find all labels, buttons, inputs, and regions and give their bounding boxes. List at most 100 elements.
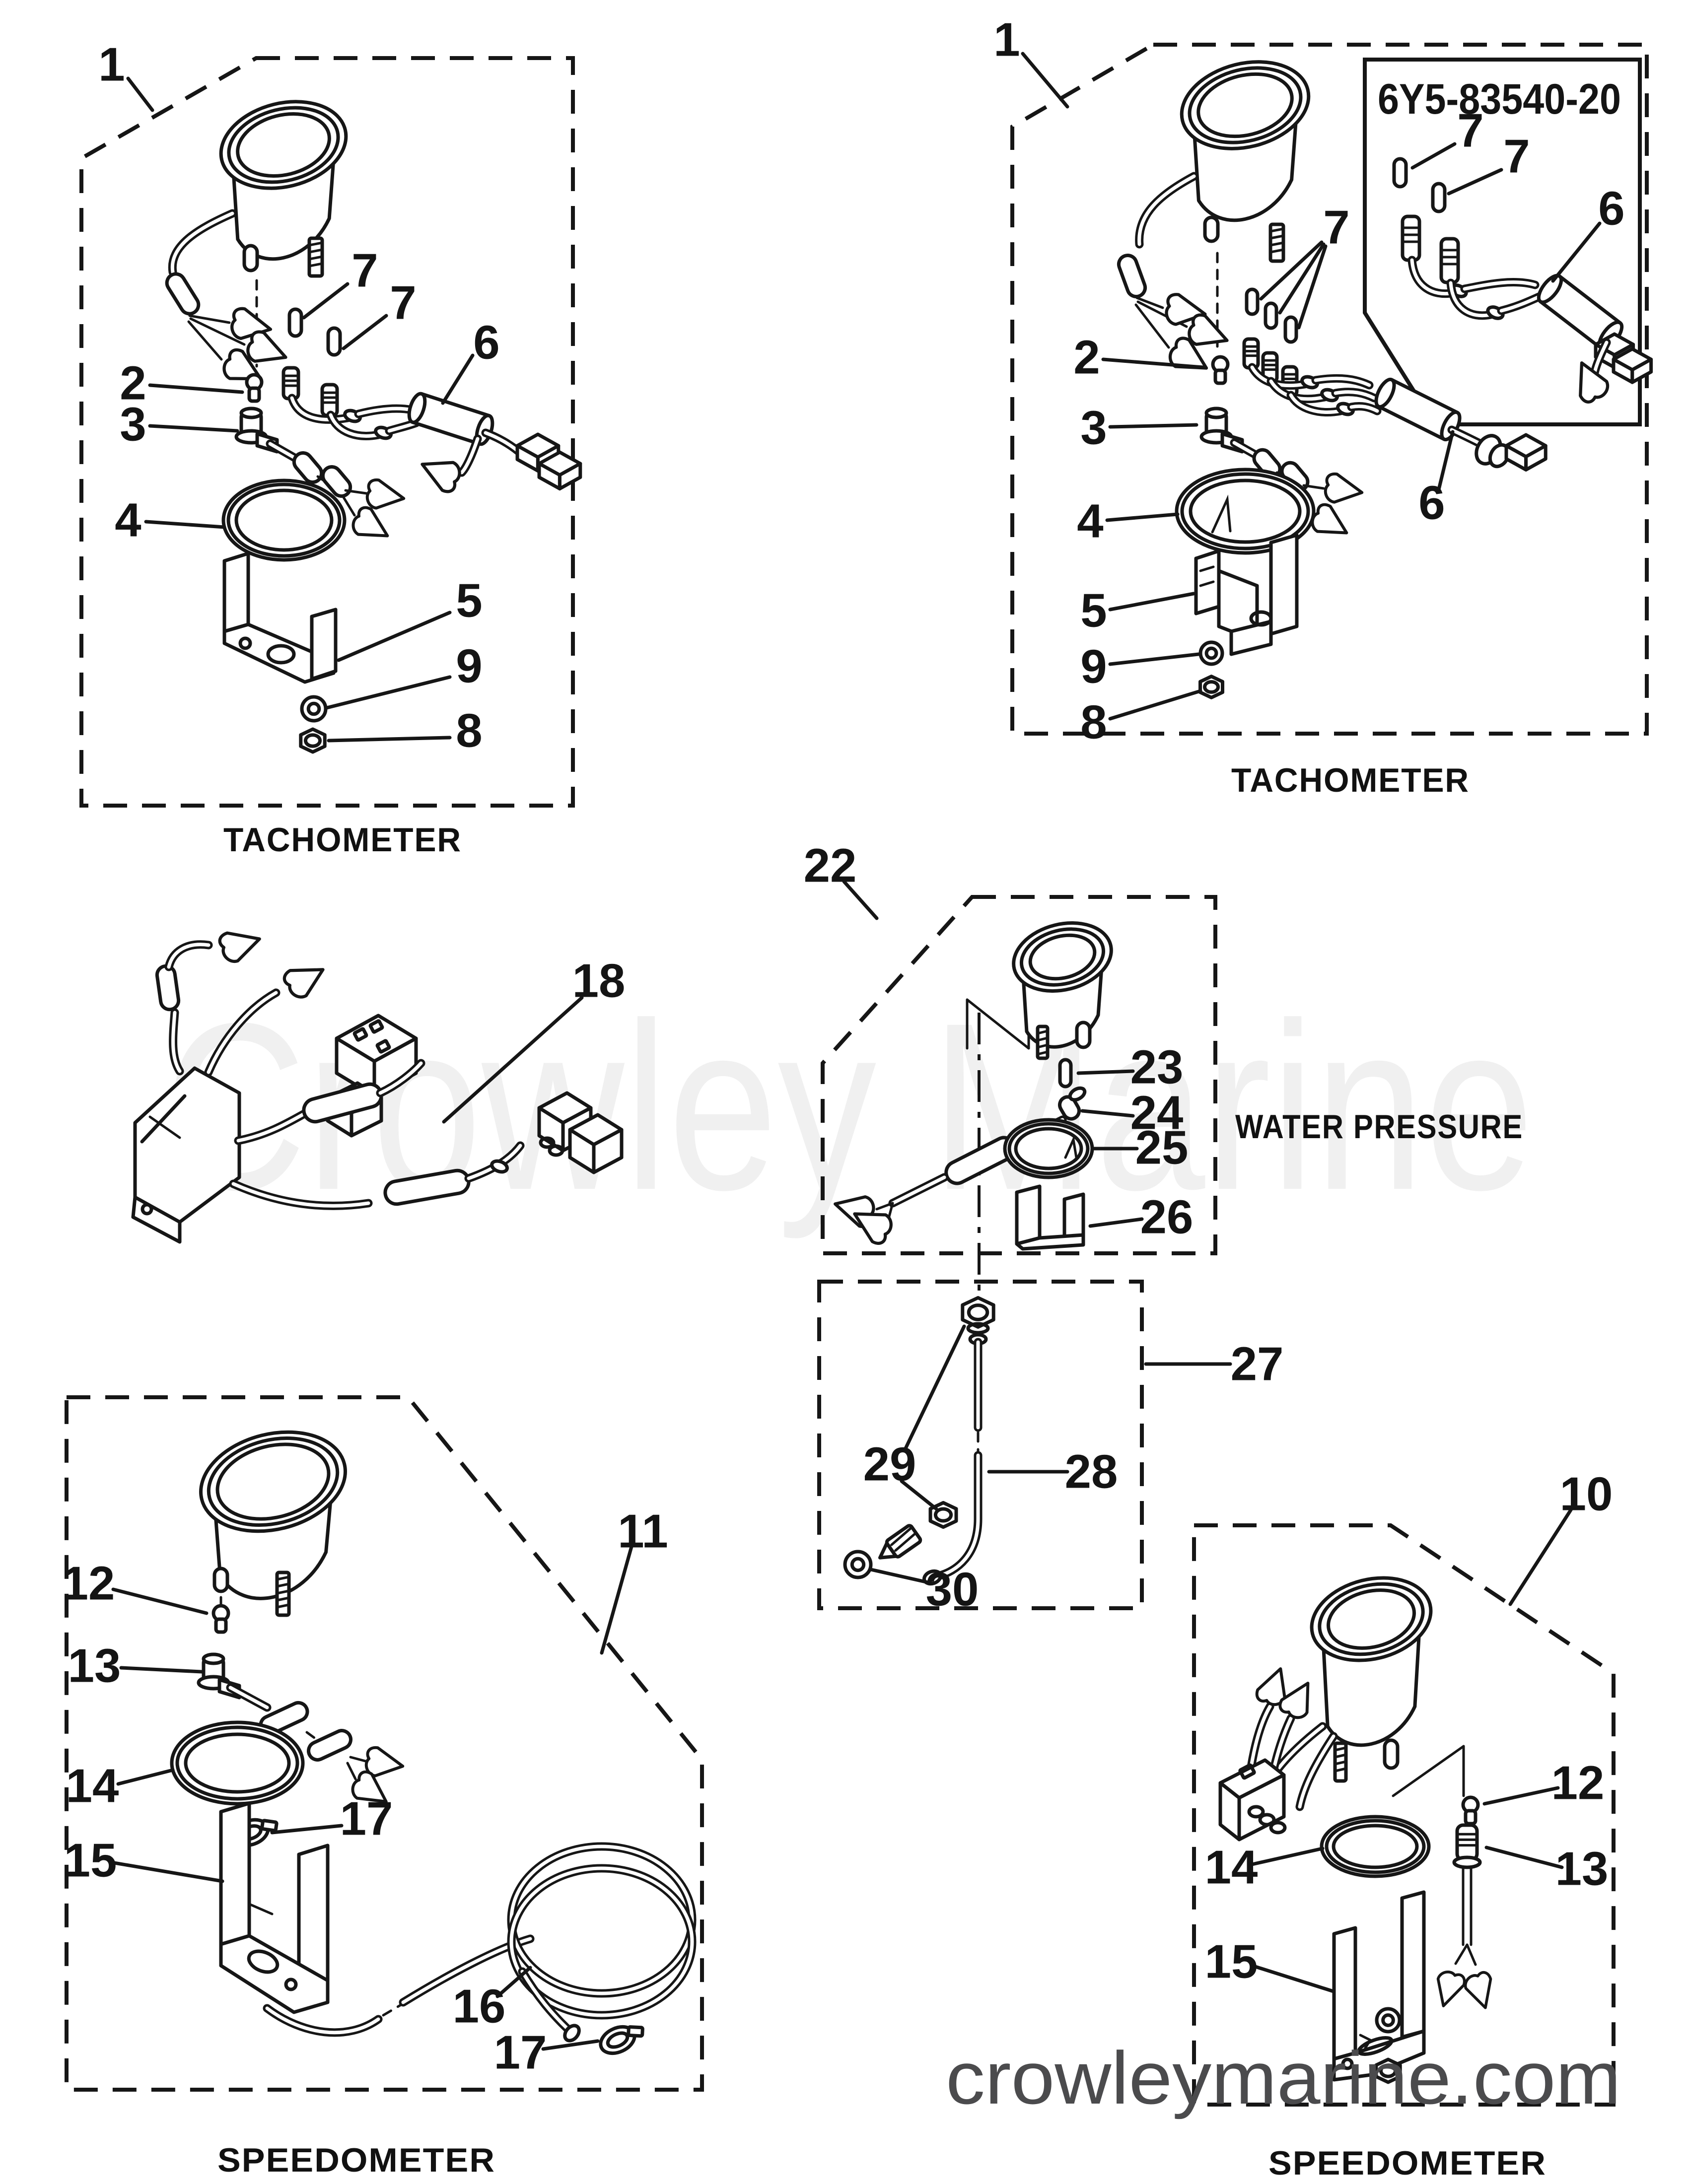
- callout-number: 3: [120, 398, 146, 451]
- leader-line: [1108, 652, 1200, 666]
- callout-3: 3: [120, 398, 239, 451]
- callout-15: 15: [1205, 1935, 1336, 1993]
- tachometer-right-art: [1010, 43, 1653, 736]
- callout-number: 11: [618, 1505, 668, 1558]
- leader-line: [1437, 430, 1455, 491]
- callout-4: 4: [1077, 495, 1180, 548]
- callout-5: 5: [337, 574, 483, 662]
- callout-number: 5: [456, 574, 482, 627]
- leader-line: [842, 880, 879, 920]
- section-title: TACHOMETER: [223, 821, 462, 859]
- callout-10: 10: [1508, 1468, 1613, 1606]
- callout-13: 13: [68, 1639, 204, 1693]
- diagram-artwork: [65, 43, 1653, 2107]
- harness-art: [131, 931, 624, 1244]
- leader-line: [1108, 592, 1196, 612]
- leader-line: [109, 1860, 224, 1883]
- leader-line: [126, 76, 154, 112]
- callout-number: 12: [1551, 1757, 1605, 1810]
- callout-12: 12: [62, 1557, 209, 1615]
- leader-line: [869, 1568, 934, 1585]
- leader-line: [119, 1666, 204, 1674]
- callout-number: 22: [804, 839, 857, 892]
- leader-line: [325, 675, 452, 710]
- leader-line: [600, 1545, 633, 1655]
- tachometer-left-art: [79, 56, 582, 808]
- callout-2: 2: [120, 357, 244, 410]
- callout-number: 17: [494, 2026, 547, 2079]
- fitting-kit-art: [817, 1280, 1144, 1610]
- callout-number: 26: [1140, 1191, 1194, 1244]
- callout-number: 14: [66, 1760, 119, 1813]
- callout-number: 4: [1077, 495, 1103, 548]
- leader-line: [1447, 168, 1503, 196]
- callout-29: 29: [863, 1324, 966, 1511]
- callout-30: 30: [869, 1563, 979, 1616]
- callout-number: 16: [453, 1980, 506, 2033]
- callout-number: 14: [1205, 1841, 1258, 1894]
- callout-18: 18: [442, 955, 626, 1124]
- callout-26: 26: [1088, 1191, 1194, 1244]
- callout-number: 7: [1503, 130, 1530, 183]
- leader-line: [1108, 423, 1198, 429]
- callout-number: 3: [1080, 402, 1107, 455]
- leader-line: [270, 1824, 344, 1835]
- callout-23: 23: [1076, 1041, 1184, 1094]
- leader-line: [1108, 689, 1202, 721]
- callout-number: 1: [98, 38, 125, 91]
- section-title: SPEEDOMETER: [217, 2141, 495, 2179]
- leader-line: [904, 1324, 966, 1450]
- section-title: SPEEDOMETER: [1268, 2144, 1547, 2182]
- callout-number: 18: [572, 955, 626, 1008]
- leader-line: [1484, 1845, 1564, 1869]
- callout-number: 23: [1130, 1041, 1184, 1094]
- callout-number: 8: [456, 704, 482, 757]
- callout-number: 1: [993, 13, 1020, 67]
- leader-line: [1088, 1217, 1144, 1228]
- callout-number: 6: [1598, 182, 1624, 235]
- leader-line: [302, 282, 350, 320]
- section-harness: 18: [442, 955, 626, 1124]
- leader-line: [1410, 142, 1457, 170]
- leader-line: [144, 520, 226, 529]
- callout-7: 7: [302, 244, 378, 320]
- callout-number: 28: [1065, 1445, 1118, 1499]
- callout-number: 6: [473, 316, 499, 369]
- callout-22: 22: [804, 839, 879, 920]
- callout-1: 1: [993, 13, 1069, 109]
- callout-7: 7: [1447, 130, 1530, 196]
- callout-7: 7: [1410, 104, 1484, 170]
- callout-2: 2: [1073, 331, 1205, 384]
- callout-7: 7: [1259, 201, 1350, 330]
- callout-6: 6: [1418, 430, 1455, 530]
- leader-line: [327, 736, 452, 743]
- leader-line: [111, 1587, 209, 1615]
- callout-6: 6: [441, 316, 500, 405]
- leader-line: [541, 2039, 600, 2051]
- callout-number: 2: [120, 357, 146, 410]
- callout-number: 27: [1231, 1338, 1284, 1391]
- leader-line: [1259, 240, 1324, 301]
- leader-line: [1482, 1786, 1560, 1806]
- callout-number: 24: [1130, 1087, 1184, 1140]
- callout-7: 7: [342, 276, 417, 350]
- callout-number: 12: [62, 1557, 115, 1610]
- leader-line: [1278, 242, 1326, 315]
- callout-6: 6: [1551, 182, 1625, 283]
- leader-line: [495, 1966, 532, 1998]
- callout-8: 8: [1080, 689, 1202, 749]
- footer-site-text: crowleymarine.com: [946, 2036, 1621, 2119]
- water-pressure-art: [821, 895, 1217, 1305]
- leader-line: [900, 1479, 938, 1511]
- leader-line: [1076, 1069, 1135, 1075]
- leader-line: [148, 424, 239, 433]
- callout-11: 11: [600, 1505, 668, 1655]
- callout-12: 12: [1482, 1757, 1605, 1810]
- callout-number: 25: [1135, 1121, 1189, 1174]
